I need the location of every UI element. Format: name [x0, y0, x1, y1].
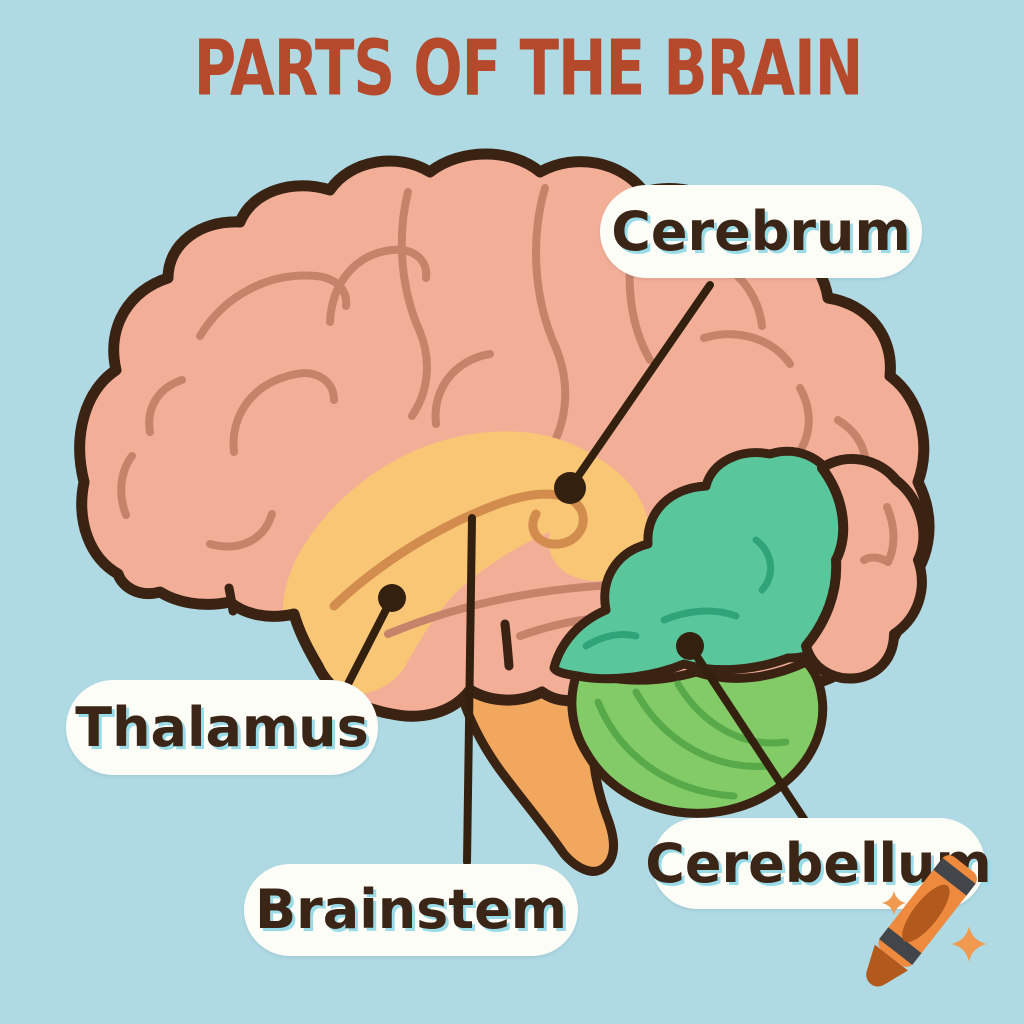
- crease-line: [224, 583, 238, 616]
- thalamus-pointer-line: [344, 594, 396, 688]
- gyrus-line: [326, 245, 431, 326]
- gyrus-line: [700, 330, 794, 368]
- cerebellum-fold-line: [752, 536, 774, 594]
- gyrus-line: [117, 452, 136, 519]
- gyrus-line: [145, 376, 186, 436]
- thalamus-pointer-dot: [378, 584, 406, 612]
- crayon-label-oval: [902, 884, 950, 943]
- occipital-lobe-shape: [801, 453, 929, 684]
- sparkle-icon: [951, 926, 987, 962]
- gyrus-line: [431, 350, 494, 428]
- cerebellum-pointer-line: [686, 642, 810, 826]
- page-title: PARTS OF THE BRAIN: [193, 23, 864, 114]
- label-text-brainstem: Brainstem: [254, 878, 568, 941]
- label-pill-thalamus: Thalamus: [66, 680, 378, 775]
- cerebrum-pointer-line: [566, 281, 714, 492]
- gyrus-line: [206, 510, 276, 551]
- gyrus-line: [532, 184, 570, 454]
- sparkle-icon: [882, 891, 906, 915]
- cerebellum-stripe: [674, 680, 790, 747]
- gyrus-line: [860, 553, 892, 566]
- gyrus-line: [196, 271, 351, 340]
- cerebellum-fold-line: [582, 630, 640, 650]
- crease-line: [500, 619, 514, 671]
- crayon-icon: [866, 855, 977, 987]
- cerebellum-pointer-dot: [676, 632, 704, 660]
- gyrus-line: [229, 369, 338, 456]
- label-text-thalamus: Thalamus: [75, 695, 369, 759]
- crayon-band: [879, 927, 922, 965]
- cerebellum-fold-line: [660, 607, 740, 624]
- label-pill-brainstem: Brainstem: [244, 864, 578, 956]
- crayon-tip: [866, 944, 908, 987]
- gyrus-line: [883, 503, 898, 566]
- brainstem-pointer-line: [463, 514, 476, 866]
- gyrus-line: [397, 188, 431, 420]
- label-text-cerebrum: Cerebrum: [611, 199, 911, 263]
- cerebellum-stripe: [632, 688, 772, 770]
- cerebellum-stripe: [594, 698, 738, 800]
- cerebrum-pointer-dot: [554, 472, 586, 504]
- label-pill-cerebrum: Cerebrum: [600, 185, 922, 278]
- cerebellum-lower-shape: [567, 657, 828, 818]
- crayon-band: [933, 857, 976, 896]
